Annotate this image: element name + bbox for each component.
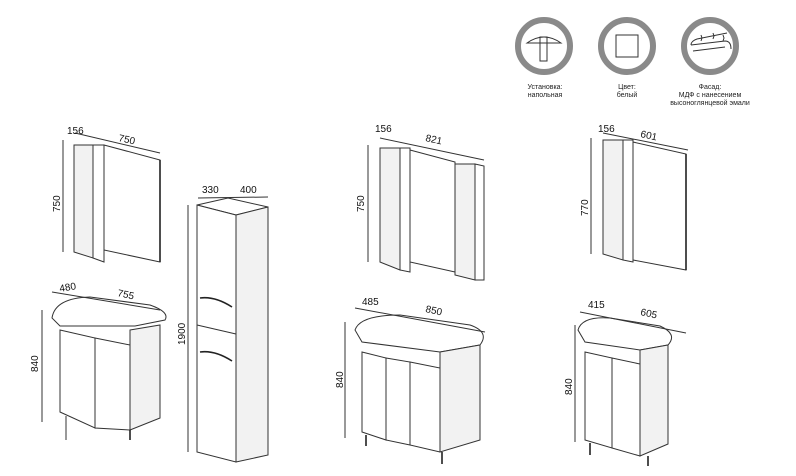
dimension-height: 770 xyxy=(580,199,591,216)
dimension-height: 840 xyxy=(335,371,346,388)
dimension-width: 400 xyxy=(240,185,257,196)
dimension-width: 605 xyxy=(639,307,658,321)
dimension-depth: 156 xyxy=(375,124,392,135)
dimension-height: 840 xyxy=(30,355,41,372)
dimension-height: 1900 xyxy=(177,322,188,345)
floor-installation-icon xyxy=(515,17,573,75)
dimension-depth: 330 xyxy=(202,185,219,196)
dimension-height: 750 xyxy=(52,195,63,212)
feature-value: высоноглянцевой эмали xyxy=(670,100,750,107)
dimension-depth: 156 xyxy=(598,124,615,135)
dimension-depth: 415 xyxy=(588,300,605,311)
set3-vanity: 415 605 840 xyxy=(564,300,687,466)
set1-vanity: 480 755 840 xyxy=(30,281,167,440)
dimension-width: 821 xyxy=(424,133,443,147)
feature-value: белый xyxy=(616,92,638,99)
dimension-width: 755 xyxy=(116,288,135,302)
feature-label: Фасад: xyxy=(698,84,722,91)
color-swatch-icon xyxy=(598,17,656,75)
dimension-width: 850 xyxy=(424,304,443,318)
dimension-depth: 480 xyxy=(59,281,78,295)
feature-value: МДФ с нанесением xyxy=(678,92,742,99)
set2-vanity: 485 850 840 xyxy=(335,297,486,464)
set2-mirror: 156 821 750 xyxy=(356,124,485,281)
set1-mirror: 156 750 750 xyxy=(52,126,161,263)
feature-value: напольная xyxy=(527,92,563,99)
set1-tall-cabinet: 330 400 1900 xyxy=(177,185,269,463)
glossy-facade-icon xyxy=(681,17,739,75)
dimension-depth: 485 xyxy=(362,297,379,308)
dimension-width: 750 xyxy=(117,133,136,147)
feature-label: Установка: xyxy=(527,84,563,91)
set3-mirror: 156 601 770 xyxy=(580,124,689,271)
dimension-height: 840 xyxy=(564,378,575,395)
feature-label: Цвет: xyxy=(618,84,636,91)
dimension-width: 601 xyxy=(639,129,658,143)
dimension-height: 750 xyxy=(356,195,367,212)
dimension-depth: 156 xyxy=(67,126,84,137)
